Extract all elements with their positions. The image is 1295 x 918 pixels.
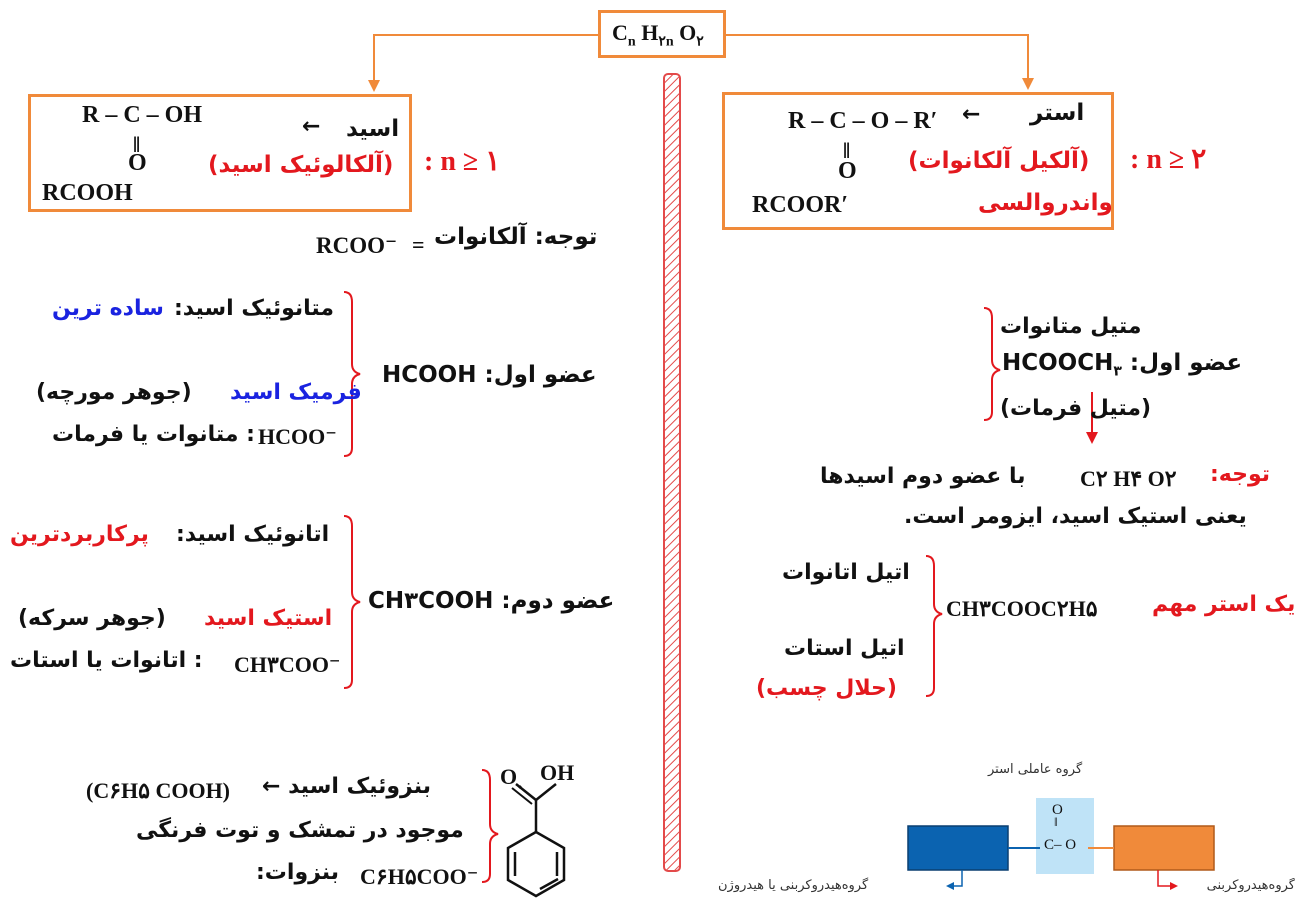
ester-box xyxy=(722,92,1114,230)
ester-n-condition: : n ≥ ۲ xyxy=(1130,144,1207,175)
general-formula-box xyxy=(598,10,726,58)
benzoic-line3-b: بنزوات: xyxy=(256,860,340,885)
ester-group-title: گروه عاملی استر xyxy=(988,762,1083,777)
important-ester-name2: اتیل استات xyxy=(784,636,905,661)
left-branch-arrow xyxy=(368,80,380,92)
important-ester-name3: (حلال چسب) xyxy=(756,676,897,701)
ester-group-o: O xyxy=(1052,802,1063,818)
bracket-important-ester xyxy=(925,555,943,697)
acid-note-ion: RCOO⁻ xyxy=(316,233,398,258)
ester-vanderwaals: واندروالسی xyxy=(978,190,1113,216)
second-acid-line2-b: (جوهر سرکه) xyxy=(18,606,166,631)
bracket-second-acid xyxy=(343,515,361,689)
first-ester-name1: متیل متانوات xyxy=(1000,314,1142,339)
bracket-first-ester xyxy=(983,307,1001,421)
second-acid-line2-a: استیک اسید xyxy=(204,606,333,631)
divider-bar xyxy=(663,73,681,872)
acid-rcooh: RCOOH xyxy=(42,180,133,206)
acid-note-eq: = xyxy=(412,232,425,257)
important-ester-name1: اتیل اتانوات xyxy=(782,560,910,585)
benzoic-line1-a: (C۶H۵ COOH) xyxy=(86,778,231,803)
right-branch-arrow xyxy=(1022,78,1034,90)
acid-structure-line: R – C – OH xyxy=(82,102,202,128)
first-ester-name2: (متیل فرمات) xyxy=(1000,396,1152,421)
first-acid-line2-b: (جوهر مورچه) xyxy=(36,380,192,405)
second-acid-line3-b: : اتانوات یا استات xyxy=(10,648,203,673)
ester-group-c-o: C– O xyxy=(1044,837,1077,853)
benzoic-co-double xyxy=(511,787,533,805)
first-acid-line2-a: فرمیک اسید xyxy=(230,380,362,405)
ester-structure-line: R – C – O – R′ xyxy=(788,108,938,134)
bracket-benzoic xyxy=(481,769,499,883)
ester-group-dbl: ‖ xyxy=(1054,814,1058,829)
benzoic-line2: موجود در تمشک و توت فرنگی xyxy=(136,818,464,843)
benzoic-oh: OH xyxy=(540,760,575,785)
important-ester-formula: CH۳COOC۲H۵ xyxy=(946,596,1098,621)
right-branch-line xyxy=(726,34,1029,80)
caption-hydrocarbon: گروه‌هیدروکربنی xyxy=(1206,878,1295,893)
first-acid-label: عضو اول: HCOOH xyxy=(382,362,597,388)
second-acid-line1-a: اتانوئیک اسید: xyxy=(176,522,330,547)
caption-hydrocarbon-or-h: گروه‌هیدروکربنی یا هیدروژن xyxy=(718,878,869,893)
ester-group-highlight xyxy=(1036,798,1094,874)
left-branch-line xyxy=(373,34,598,82)
benzoic-o: O xyxy=(500,764,518,789)
ester-double-bond: ‖ xyxy=(843,138,851,163)
ester-label: استر xyxy=(1030,100,1085,126)
down-arrow-head xyxy=(1086,432,1098,444)
acid-note-label: توجه: آلکانوات xyxy=(434,224,598,250)
first-acid-line1-b: ساده ترین xyxy=(52,296,164,321)
ester-rcoor: RCOOR′ xyxy=(752,192,849,218)
acid-label: اسید xyxy=(346,116,400,142)
first-acid-line3-a: HCOO⁻ xyxy=(258,424,337,449)
important-ester-label: یک استر مهم xyxy=(1152,592,1295,617)
benzoic-structure xyxy=(506,783,566,898)
benzoic-line1-b: بنزوئیک اسید ← xyxy=(262,774,431,799)
ester-arrow: ← xyxy=(962,102,981,127)
second-acid-line1-b: پرکاربردترین xyxy=(10,522,149,547)
hydrocarbon-block-blue xyxy=(907,825,1009,871)
first-acid-line3-b: : متانوات یا فرمات xyxy=(52,422,255,447)
acid-arrow: ← xyxy=(302,114,321,139)
first-ester-label: عضو اول: HCOOCH۳ xyxy=(1002,350,1243,380)
ester-note-formula: C۲ H۴ O۲ xyxy=(1080,466,1177,491)
ester-note-label: توجه: xyxy=(1210,462,1271,487)
ester-note-line2: یعنی استیک اسید، ایزومر است. xyxy=(904,504,1247,529)
acid-oxygen: O xyxy=(128,150,147,176)
general-formula: Cn H۲n O۲ xyxy=(612,20,704,50)
ester-oxygen: O xyxy=(838,158,857,184)
second-acid-line3-a: CH۳COO⁻ xyxy=(234,652,341,677)
acid-double-bond: ‖ xyxy=(133,132,141,157)
first-acid-line1-a: متانوئیک اسید: xyxy=(174,296,335,321)
benzoic-line3-a: C۶H۵COO⁻ xyxy=(360,864,479,889)
acid-iupac-name: (آلکالوئیک اسید) xyxy=(208,152,394,178)
bracket-first-acid xyxy=(343,291,361,457)
ester-note-line1: با عضو دوم اسیدها xyxy=(820,464,1026,489)
second-acid-label: عضو دوم: CH۳COOH xyxy=(368,588,615,614)
ester-iupac-name: (آلکیل آلکانوات) xyxy=(908,148,1090,174)
acid-box xyxy=(28,94,412,212)
acid-n-condition: : n ≥ ۱ xyxy=(424,146,501,177)
hydrocarbon-block-orange xyxy=(1113,825,1215,871)
